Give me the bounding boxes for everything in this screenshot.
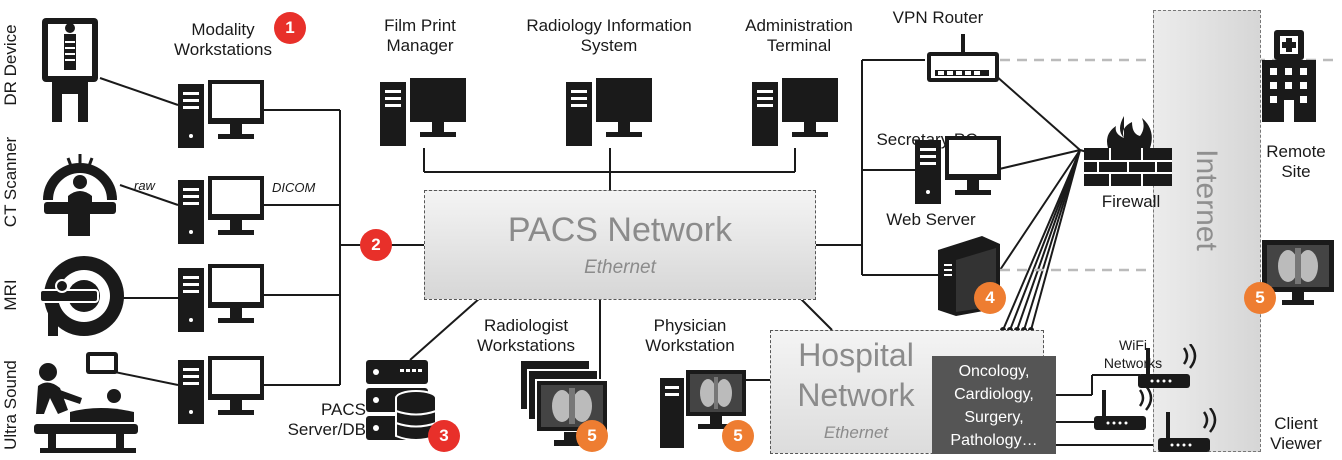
departments-box: Oncology, Cardiology, Surgery, Pathology… <box>932 356 1056 454</box>
raw-label: raw <box>134 178 155 193</box>
step-badge-5-client: 5 <box>1244 282 1276 314</box>
step-badge-2: 2 <box>360 229 392 261</box>
workstation-icon <box>752 78 838 146</box>
mri-label: MRI <box>1 279 20 311</box>
dicom-label: DICOM <box>272 180 316 195</box>
workstation-icon <box>178 176 264 244</box>
step-badge-3: 3 <box>428 420 460 452</box>
client-viewer-label: Client Viewer <box>1270 414 1322 453</box>
internet-label: Internet <box>1190 149 1223 251</box>
monitor-lungs-icon <box>520 360 609 446</box>
modality-workstations-label: Modality Workstations <box>174 20 272 59</box>
step-badge-5-physician: 5 <box>722 420 754 452</box>
hospital-network-subtitle: Ethernet <box>823 423 889 442</box>
ris-label: Radiology Information System <box>526 16 692 55</box>
hospital-network-title: Hospital Network <box>797 337 915 413</box>
pacs-server-label: PACS Server/DB <box>287 400 366 439</box>
administration-terminal-label: Administration Terminal <box>745 16 853 55</box>
workstation-icon <box>660 370 746 448</box>
workstation-icon <box>566 78 652 146</box>
remote-site-label: Remote Site <box>1266 142 1326 181</box>
database-server-icon <box>366 360 437 441</box>
step-badge-5-radiologist: 5 <box>576 420 608 452</box>
ct-scanner-label: CT Scanner <box>1 136 20 228</box>
ct-scanner-icon <box>43 154 117 236</box>
physician-workstation-label: Physician Workstation <box>645 316 735 355</box>
workstation-icon <box>915 136 1001 204</box>
vpn-router-label: VPN Router <box>892 8 984 27</box>
monitor-lungs-icon <box>1262 240 1334 305</box>
step-badge-1: 1 <box>274 12 306 44</box>
pacs-network-subtitle: Ethernet <box>584 257 656 278</box>
radiologist-workstations-label: Radiologist Workstations <box>477 316 575 355</box>
wifi-router-icon <box>1158 408 1217 452</box>
workstation-icon <box>178 80 264 148</box>
pacs-network-title: PACS Network <box>507 211 733 249</box>
wifi-router-icon <box>1094 386 1153 430</box>
film-print-manager-label: Film Print Manager <box>384 16 456 55</box>
workstation-icon <box>178 356 264 424</box>
firewall-icon <box>1084 116 1172 186</box>
workstation-icon <box>178 264 264 332</box>
firewall-label: Firewall <box>1101 192 1161 211</box>
web-server-label: Web Server <box>886 210 976 229</box>
xray-device-icon <box>42 18 98 122</box>
hospital-building-icon <box>1262 30 1316 122</box>
router-icon <box>927 34 999 82</box>
pacs-network: PACS Network Ethernet <box>424 190 816 300</box>
wifi-router-icon <box>1138 344 1197 388</box>
ultrasound-label: Ultra Sound <box>1 360 20 450</box>
step-badge-4: 4 <box>974 282 1006 314</box>
mri-icon <box>39 256 124 336</box>
workstation-icon <box>380 78 466 146</box>
dr-device-label: DR Device <box>1 24 20 106</box>
ultrasound-icon <box>34 352 138 453</box>
